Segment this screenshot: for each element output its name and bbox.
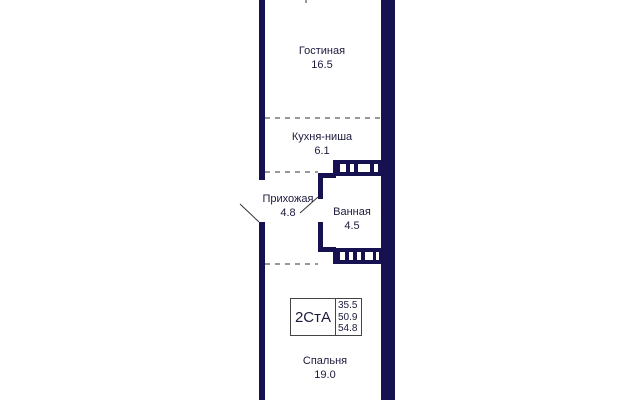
bath-top-step: [318, 173, 336, 178]
right-wall: [381, 0, 395, 400]
apartment-type-badge: 2СтА 35.5 50.9 54.8: [290, 298, 362, 336]
apartment-code: 2СтА: [291, 299, 336, 335]
left-wall-lower: [259, 222, 265, 400]
bath-left-wall-lower: [318, 222, 323, 252]
area-with-balcony: 54.8: [338, 323, 358, 334]
bath-left-wall-upper: [318, 173, 323, 199]
vent-openings: [340, 164, 379, 260]
zone-dividers: [265, 117, 381, 265]
door-swings: [239, 0, 319, 223]
area-total: 50.9: [338, 311, 358, 323]
bath-bottom-step: [318, 247, 336, 252]
area-living: 35.5: [338, 300, 358, 311]
apartment-areas: 35.5 50.9 54.8: [336, 299, 361, 335]
left-wall-upper: [259, 0, 265, 180]
